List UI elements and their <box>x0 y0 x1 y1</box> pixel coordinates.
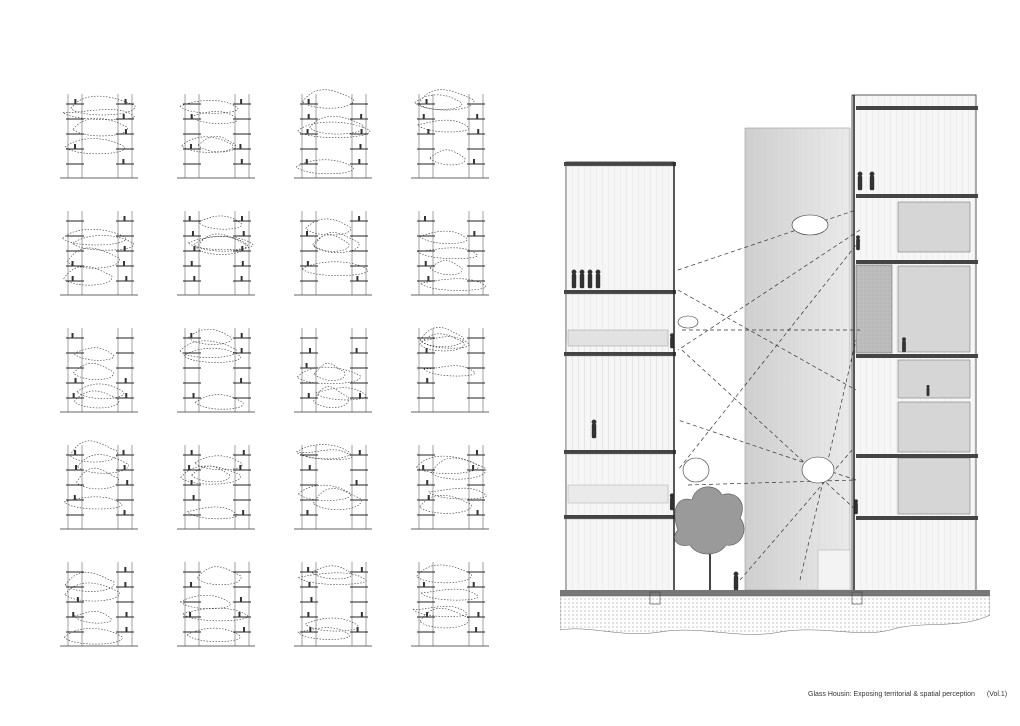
section-study <box>294 328 372 413</box>
section-study <box>177 211 255 296</box>
section-study <box>177 445 255 530</box>
section-study <box>60 94 138 179</box>
caption: Glass Housin: Exposing territorial & spa… <box>808 691 1007 698</box>
main-section-drawing <box>560 94 990 635</box>
section-study <box>294 444 372 530</box>
section-study <box>411 327 489 413</box>
section-study <box>60 440 138 530</box>
people-figures <box>571 171 930 591</box>
section-matrix <box>60 89 489 647</box>
caption-volume: (Vol.1) <box>986 691 1008 698</box>
section-study <box>411 445 489 530</box>
speech-bubble-upper <box>677 214 835 484</box>
section-study <box>60 211 138 296</box>
caption-title: Glass Housin: Exposing territorial & spa… <box>808 691 975 698</box>
tree <box>674 486 745 592</box>
section-study <box>60 328 138 413</box>
section-study <box>411 211 489 296</box>
section-study <box>177 562 255 647</box>
section-study <box>177 328 255 413</box>
section-study <box>294 562 372 647</box>
ground <box>560 590 990 635</box>
section-study <box>294 211 372 296</box>
right-building <box>851 94 978 593</box>
section-study <box>177 94 255 179</box>
left-building <box>564 161 676 593</box>
section-study <box>411 89 489 179</box>
section-study <box>294 89 372 179</box>
section-study <box>411 562 489 647</box>
tower-entrance <box>817 549 851 591</box>
section-study <box>60 562 138 647</box>
